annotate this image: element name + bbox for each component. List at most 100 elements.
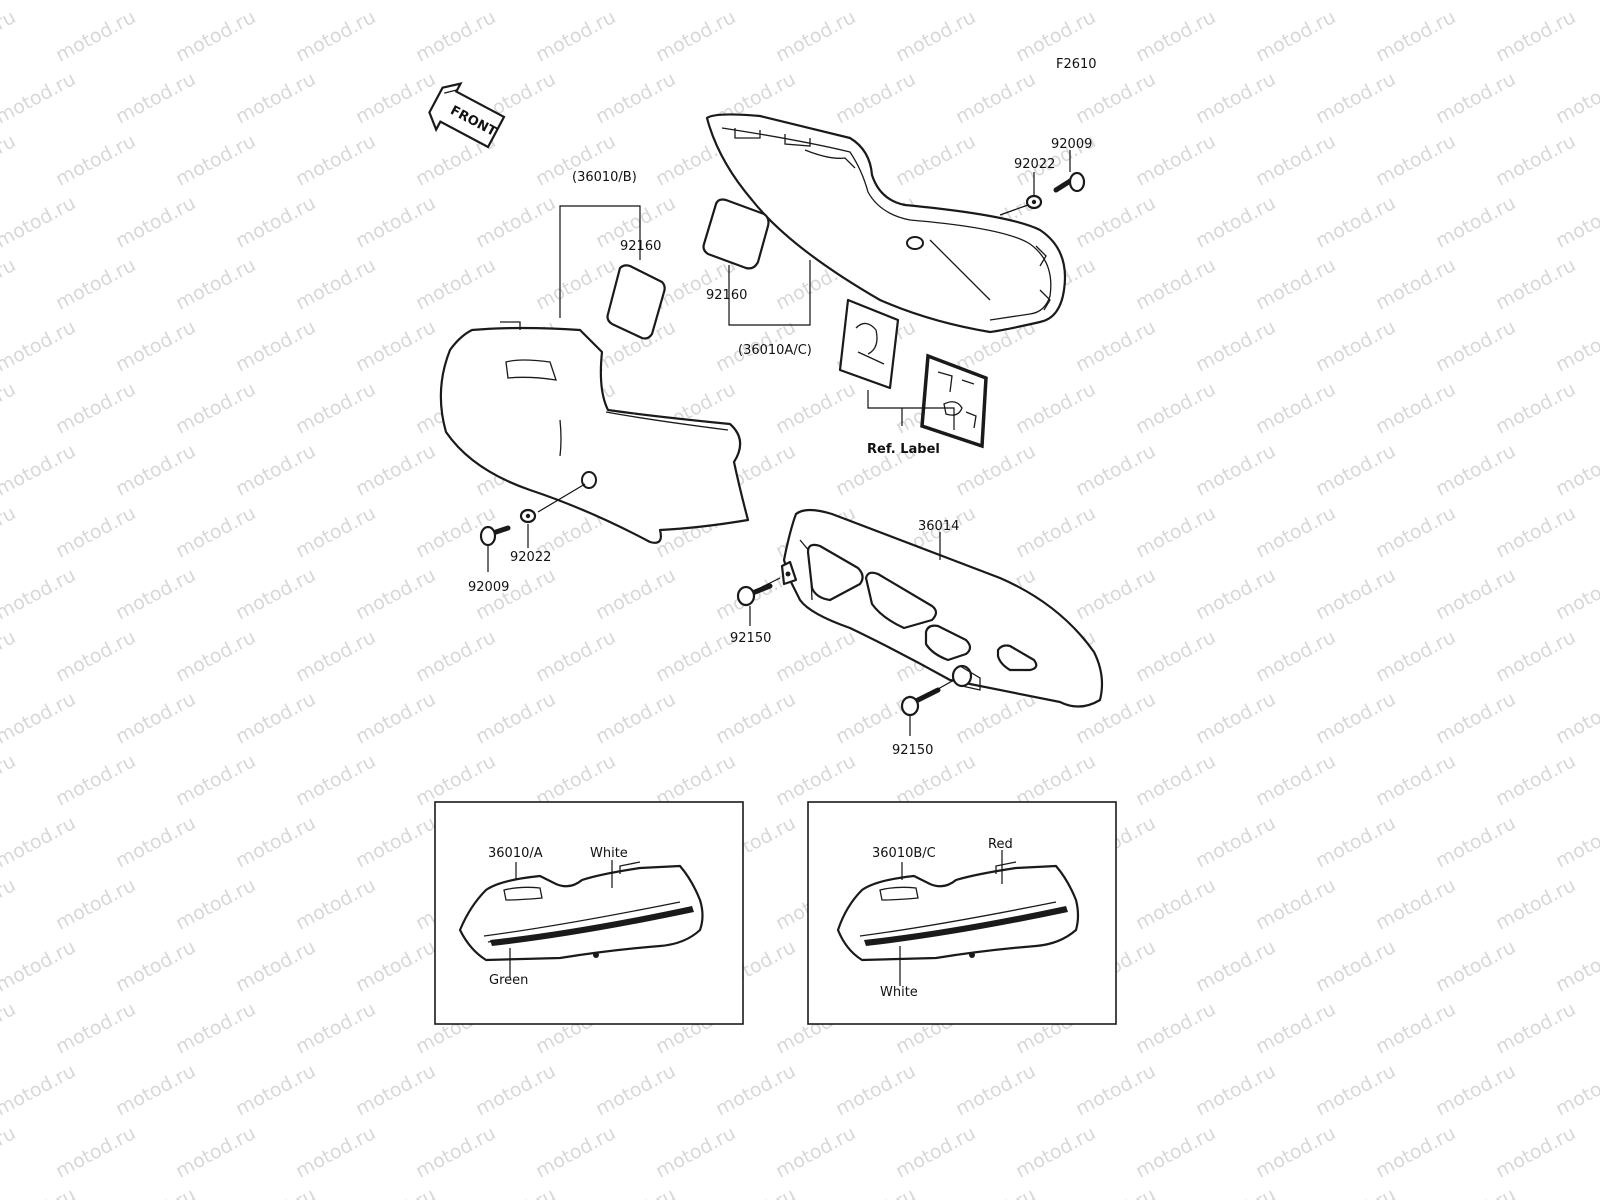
- bolt-left: [479, 525, 511, 547]
- watermark-text: motod.ru: [1252, 502, 1339, 562]
- watermark-text: motod.ru: [1552, 936, 1600, 996]
- watermark-text: motod.ru: [772, 6, 859, 66]
- inset-left-color-lower: Green: [489, 973, 528, 988]
- watermark-text: motod.ru: [1072, 192, 1159, 252]
- watermark-text: motod.ru: [1552, 192, 1600, 252]
- collar-top: [1025, 194, 1043, 210]
- watermark-text: motod.ru: [172, 502, 259, 562]
- watermark-text: motod.ru: [112, 316, 199, 376]
- watermark-text: motod.ru: [292, 998, 379, 1058]
- watermark-text: motod.ru: [1552, 812, 1600, 872]
- watermark-text: motod.ru: [832, 68, 919, 128]
- watermark-text: motod.ru: [1132, 874, 1219, 934]
- watermark-text: motod.ru: [1312, 1060, 1399, 1120]
- watermark-text: motod.ru: [232, 936, 319, 996]
- watermark-text: motod.ru: [1492, 626, 1579, 686]
- watermark-text: motod.ru: [0, 378, 19, 438]
- watermark-text: motod.ru: [1432, 1184, 1519, 1200]
- watermark-text: motod.ru: [172, 1122, 259, 1182]
- watermark-text: motod.ru: [712, 688, 799, 748]
- watermark-text: motod.ru: [592, 1184, 679, 1200]
- watermark-text: motod.ru: [1312, 68, 1399, 128]
- watermark-text: motod.ru: [0, 812, 79, 872]
- label-bolt-chain-2: 92150: [892, 743, 933, 758]
- watermark-text: motod.ru: [1072, 68, 1159, 128]
- watermark-text: motod.ru: [772, 626, 859, 686]
- watermark-text: motod.ru: [592, 564, 679, 624]
- label-collar-top: 92022: [1014, 157, 1055, 172]
- watermark-text: motod.ru: [0, 68, 79, 128]
- watermark-text: motod.ru: [292, 626, 379, 686]
- watermark-text: motod.ru: [172, 6, 259, 66]
- watermark-text: motod.ru: [592, 68, 679, 128]
- watermark-text: motod.ru: [292, 1122, 379, 1182]
- watermark-text: motod.ru: [1552, 0, 1600, 4]
- front-arrow-icon: FRONT: [428, 82, 506, 149]
- watermark-text: motod.ru: [232, 68, 319, 128]
- watermark-text: motod.ru: [1432, 812, 1519, 872]
- watermark-text: motod.ru: [0, 874, 19, 934]
- watermark-text: motod.ru: [472, 688, 559, 748]
- watermark-text: motod.ru: [1492, 502, 1579, 562]
- watermark-text: motod.ru: [832, 1184, 919, 1200]
- inset-right-part: 36010B/C: [872, 846, 936, 861]
- inset-right-color-upper: Red: [988, 837, 1013, 852]
- watermark-text: motod.ru: [1192, 564, 1279, 624]
- watermark-text: motod.ru: [0, 316, 79, 376]
- watermark-text: motod.ru: [52, 750, 139, 810]
- watermark-text: motod.ru: [1132, 998, 1219, 1058]
- watermark-text: motod.ru: [352, 192, 439, 252]
- watermark-text: motod.ru: [1372, 378, 1459, 438]
- label-bolt-left: 92009: [468, 580, 509, 595]
- inset-left-part: 36010/A: [488, 846, 543, 861]
- watermark-text: motod.ru: [0, 502, 19, 562]
- watermark-text: motod.ru: [1132, 254, 1219, 314]
- watermark-text: motod.ru: [292, 502, 379, 562]
- watermark-text: motod.ru: [472, 192, 559, 252]
- watermark-text: motod.ru: [1312, 1184, 1399, 1200]
- watermark-text: motod.ru: [472, 1184, 559, 1200]
- watermark-text: motod.ru: [172, 130, 259, 190]
- watermark-text: motod.ru: [1252, 254, 1339, 314]
- watermark-text: motod.ru: [652, 6, 739, 66]
- collar-left: [519, 508, 537, 524]
- watermark-text: motod.ru: [532, 1122, 619, 1182]
- watermark-text: motod.ru: [1192, 440, 1279, 500]
- chain-cover: [780, 508, 1104, 708]
- ref-label-sticker-2: [920, 353, 988, 449]
- label-collar-left: 92022: [510, 550, 551, 565]
- label-emblem-left: 92160: [620, 239, 661, 254]
- label-bolt-top: 92009: [1051, 137, 1092, 152]
- watermark-text: motod.ru: [352, 0, 439, 4]
- watermark-text: motod.ru: [1492, 998, 1579, 1058]
- watermark-text: motod.ru: [652, 626, 739, 686]
- watermark-text: motod.ru: [1432, 688, 1519, 748]
- watermark-text: motod.ru: [1372, 998, 1459, 1058]
- watermark-text: motod.ru: [232, 192, 319, 252]
- watermark-text: motod.ru: [52, 130, 139, 190]
- watermark-text: motod.ru: [0, 564, 79, 624]
- watermark-text: motod.ru: [1192, 936, 1279, 996]
- watermark-text: motod.ru: [112, 564, 199, 624]
- watermark-text: motod.ru: [0, 750, 19, 810]
- ref-label-sticker-1: [838, 298, 900, 390]
- watermark-text: motod.ru: [1552, 1184, 1600, 1200]
- watermark-text: motod.ru: [1312, 564, 1399, 624]
- watermark-text: motod.ru: [1012, 502, 1099, 562]
- label-chain-cover: 36014: [918, 519, 959, 534]
- watermark-text: motod.ru: [0, 440, 79, 500]
- watermark-text: motod.ru: [412, 254, 499, 314]
- watermark-text: motod.ru: [1372, 874, 1459, 934]
- watermark-text: motod.ru: [0, 998, 19, 1058]
- watermark-text: motod.ru: [52, 626, 139, 686]
- watermark-text: motod.ru: [952, 68, 1039, 128]
- watermark-text: motod.ru: [52, 6, 139, 66]
- label-ref-label: Ref. Label: [867, 442, 940, 457]
- watermark-text: motod.ru: [0, 0, 79, 4]
- watermark-text: motod.ru: [1552, 440, 1600, 500]
- watermark-text: motod.ru: [1432, 0, 1519, 4]
- watermark-text: motod.ru: [0, 1122, 19, 1182]
- inset-left: [434, 801, 744, 1025]
- watermark-text: motod.ru: [1492, 254, 1579, 314]
- watermark-text: motod.ru: [1312, 0, 1399, 4]
